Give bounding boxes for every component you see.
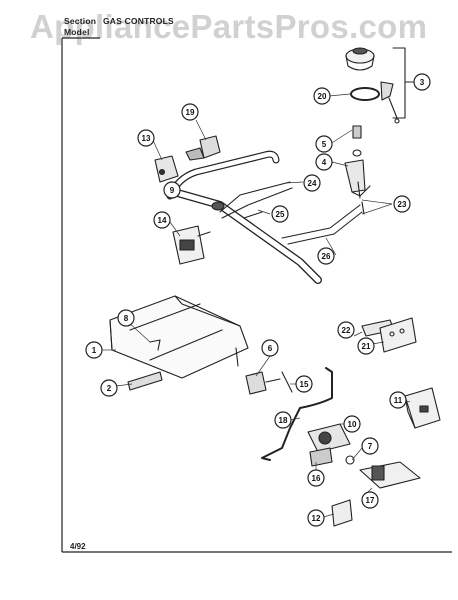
callout-2: 2	[100, 379, 118, 397]
footer-date: 4/92	[70, 542, 86, 551]
callout-label: 26	[322, 252, 331, 261]
callout-11: 11	[389, 391, 407, 409]
callout-26: 26	[317, 247, 335, 265]
callout-circle	[313, 87, 331, 105]
callout-circle	[85, 341, 103, 359]
callout-circle	[100, 379, 118, 397]
callout-circle	[315, 153, 333, 171]
callout-label: 4	[322, 158, 327, 167]
callout-18: 18	[274, 411, 292, 429]
callout-3: 3	[413, 73, 431, 91]
callout-label: 2	[107, 384, 112, 393]
callout-label: 15	[300, 380, 309, 389]
callout-label: 10	[348, 420, 357, 429]
callout-circle	[361, 491, 379, 509]
callout-circle	[307, 509, 325, 527]
callout-circle	[393, 195, 411, 213]
callout-circle	[357, 337, 375, 355]
callout-16: 16	[307, 469, 325, 487]
callout-label: 16	[312, 474, 321, 483]
callout-label: 5	[322, 140, 327, 149]
section-label: Section	[64, 16, 97, 26]
callout-circle	[137, 129, 155, 147]
callout-9: 9	[163, 181, 181, 199]
callout-label: 17	[366, 496, 375, 505]
callout-6: 6	[261, 339, 279, 357]
callout-circle	[274, 411, 292, 429]
callout-10: 10	[343, 415, 361, 433]
section-title: GAS CONTROLS	[103, 16, 174, 26]
callout-circle	[307, 469, 325, 487]
callout-circle	[163, 181, 181, 199]
callout-circle	[303, 174, 321, 192]
callout-circle	[153, 211, 171, 229]
callout-1: 1	[85, 341, 103, 359]
callout-label: 25	[276, 210, 285, 219]
callout-22: 22	[337, 321, 355, 339]
callout-14: 14	[153, 211, 171, 229]
callout-circle	[181, 103, 199, 121]
callout-label: 1	[92, 346, 97, 355]
callout-circle	[343, 415, 361, 433]
callout-label: 8	[124, 314, 129, 323]
callout-25: 25	[271, 205, 289, 223]
callout-markers: 1234567891011121314151617181920212223242…	[85, 73, 431, 527]
callout-label: 12	[312, 514, 321, 523]
callout-label: 3	[420, 78, 425, 87]
callout-label: 21	[362, 342, 371, 351]
callout-19: 19	[181, 103, 199, 121]
part-drawings	[109, 47, 441, 527]
callout-4: 4	[315, 153, 333, 171]
callout-label: 20	[318, 92, 327, 101]
callout-circle	[317, 247, 335, 265]
callout-label: 19	[186, 108, 195, 117]
callout-5: 5	[315, 135, 333, 153]
callout-24: 24	[303, 174, 321, 192]
callout-circle	[389, 391, 407, 409]
callout-circle	[315, 135, 333, 153]
callout-label: 23	[398, 200, 407, 209]
callout-circle	[413, 73, 431, 91]
callout-21: 21	[357, 337, 375, 355]
callout-label: 7	[368, 442, 373, 451]
callout-circle	[261, 339, 279, 357]
callout-15: 15	[295, 375, 313, 393]
callout-label: 9	[170, 186, 175, 195]
model-label: Model	[64, 27, 90, 37]
callout-circle	[271, 205, 289, 223]
callout-circle	[337, 321, 355, 339]
callout-circle	[295, 375, 313, 393]
watermark: AppliancePartsPros.com	[30, 8, 428, 45]
callout-label: 13	[142, 134, 151, 143]
callout-12: 12	[307, 509, 325, 527]
callout-20: 20	[313, 87, 331, 105]
page-frame	[61, 37, 452, 553]
callout-label: 11	[394, 396, 403, 405]
callout-circle	[361, 437, 379, 455]
callout-23: 23	[393, 195, 411, 213]
callout-7: 7	[361, 437, 379, 455]
callout-label: 24	[308, 179, 317, 188]
callout-label: 6	[268, 344, 273, 353]
callout-label: 14	[158, 216, 167, 225]
callout-17: 17	[361, 491, 379, 509]
callout-circle	[117, 309, 135, 327]
callout-13: 13	[137, 129, 155, 147]
callout-8: 8	[117, 309, 135, 327]
callout-label: 22	[342, 326, 351, 335]
callout-label: 18	[279, 416, 288, 425]
